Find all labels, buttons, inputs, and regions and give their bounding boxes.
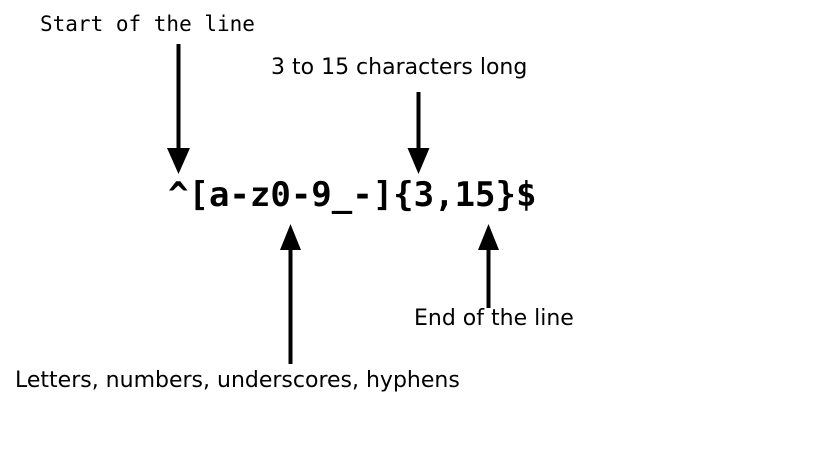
arrow-down-to-quantifier bbox=[407, 92, 430, 174]
annotation-label-end-of-line: End of the line bbox=[414, 306, 574, 331]
arrow-down-to-caret bbox=[167, 44, 190, 174]
annotation-label-start-of-line: Start of the line bbox=[40, 12, 255, 36]
regex-expression: ^[a-z0-9_-]{3,15}$ bbox=[168, 175, 537, 215]
annotation-label-length: 3 to 15 characters long bbox=[271, 55, 528, 80]
arrow-up-to-dollar-anchor bbox=[478, 224, 499, 308]
annotation-label-character-class: Letters, numbers, underscores, hyphens bbox=[15, 368, 460, 393]
clipped-edge-glyph: : bbox=[0, 372, 2, 390]
arrow-up-to-character-class bbox=[280, 224, 301, 364]
